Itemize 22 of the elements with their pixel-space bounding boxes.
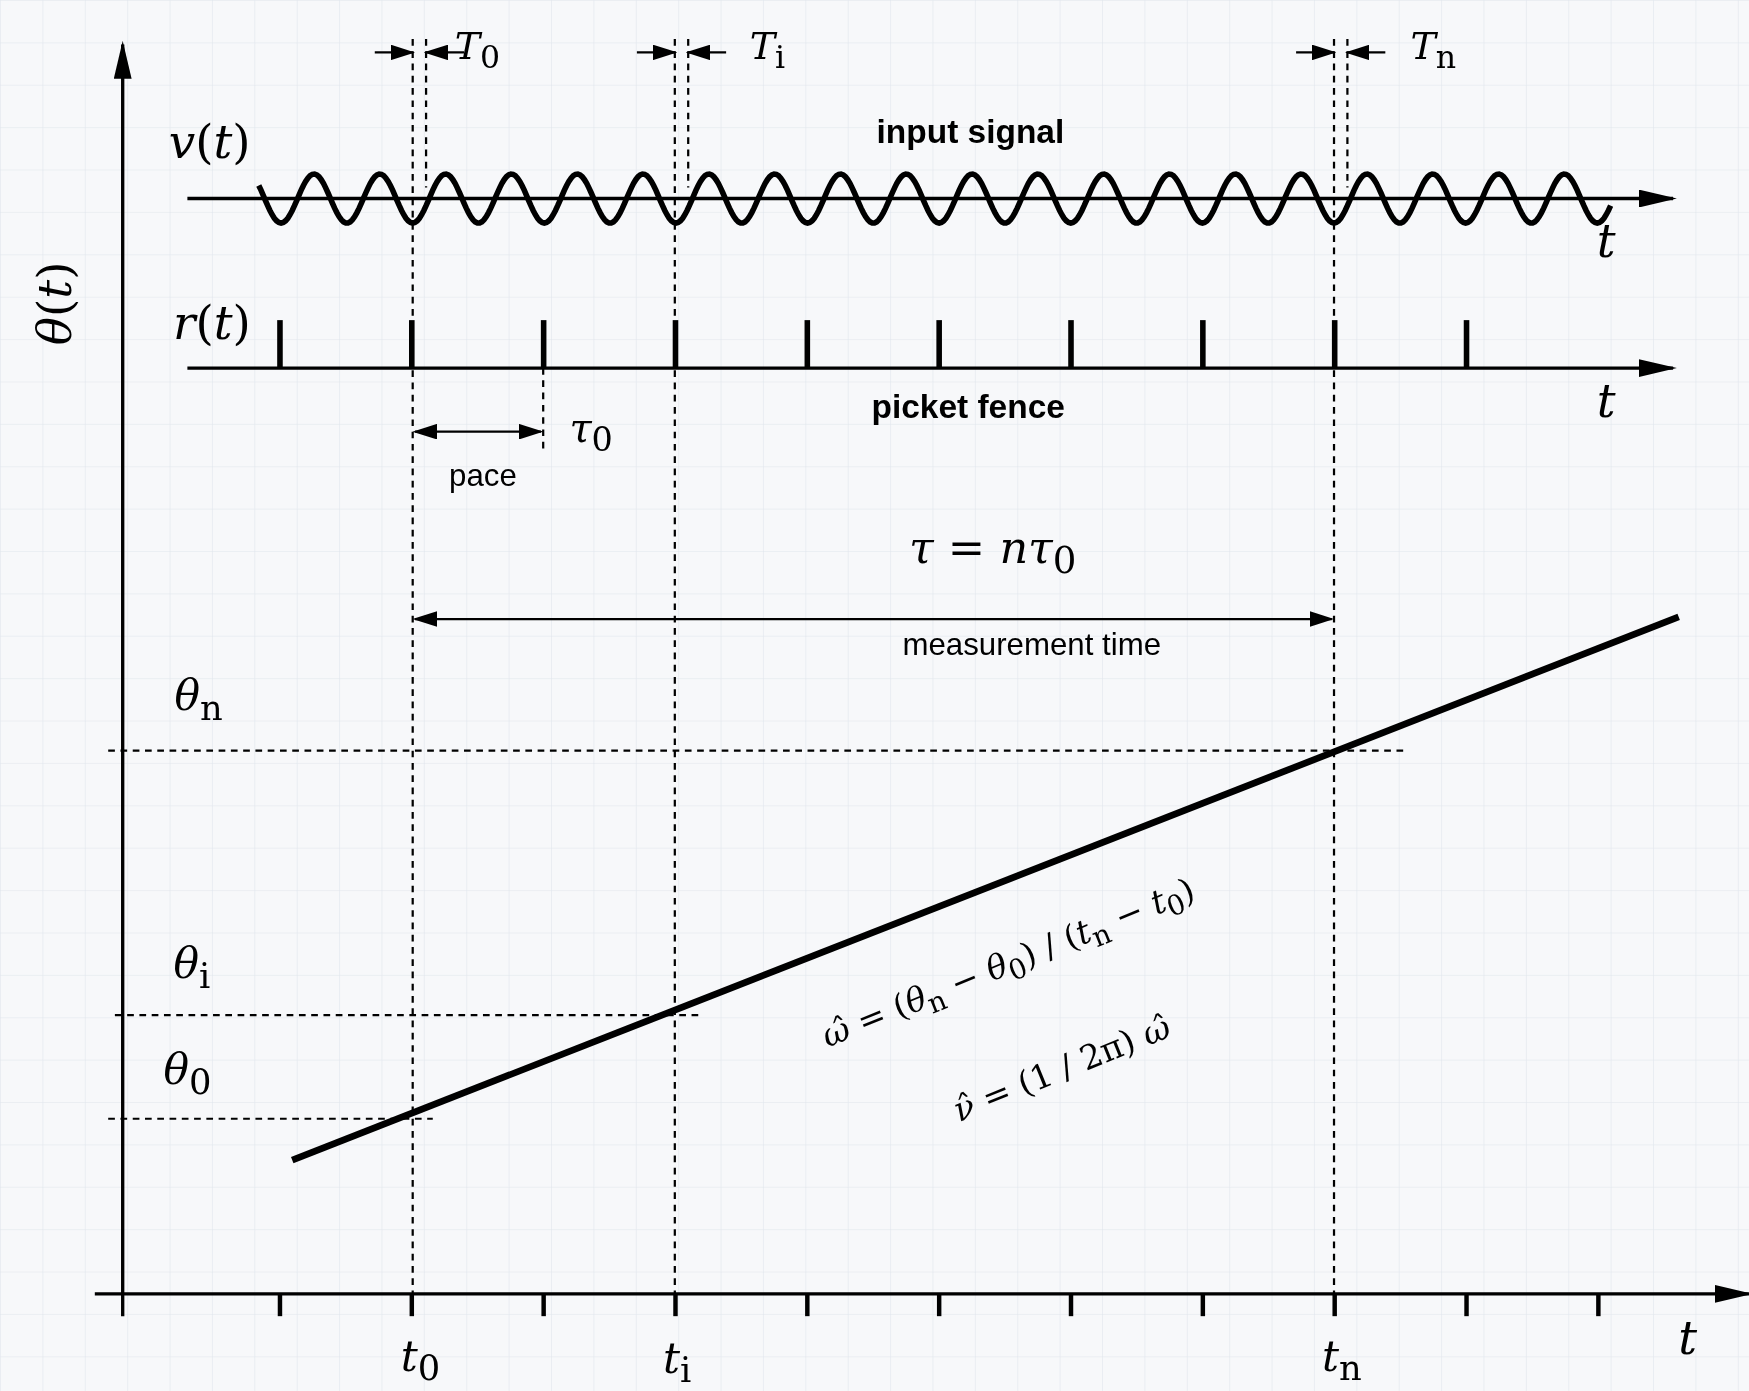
equation-label: ν̂ = (1 / 2π) ω̂ xyxy=(948,1009,1176,1128)
signal-title: picket fence xyxy=(871,390,1065,424)
axis-label: θ(t) xyxy=(32,261,80,346)
interval-label: T$_{0}$ xyxy=(454,26,501,74)
axis-label: t xyxy=(1678,1315,1697,1362)
axis-label: t xyxy=(1596,378,1616,425)
axis-label: t xyxy=(1596,217,1616,265)
dimension-label: pace xyxy=(449,460,517,492)
signal-label: v(t) xyxy=(168,119,251,167)
interval-label: T$_{i}$ xyxy=(749,26,786,74)
equation-label: τ = nτ$_{0}$ xyxy=(908,525,1077,580)
tick-label: t$_{n}$ xyxy=(1321,1335,1362,1387)
tick-label: t$_{i}$ xyxy=(662,1337,692,1389)
interval-label: T$_{n}$ xyxy=(1410,26,1457,74)
signal-label: r(t) xyxy=(173,300,251,347)
phase-label: θ$_{0}$ xyxy=(163,1048,212,1100)
tick-label: t$_{0}$ xyxy=(400,1335,441,1387)
signal-title: input signal xyxy=(876,114,1065,149)
phase-label: θ$_{n}$ xyxy=(174,674,223,727)
dimension-label: measurement time xyxy=(902,629,1162,661)
period-label: τ$_{0}$ xyxy=(569,408,613,457)
phase-label: θ$_{i}$ xyxy=(173,942,211,994)
